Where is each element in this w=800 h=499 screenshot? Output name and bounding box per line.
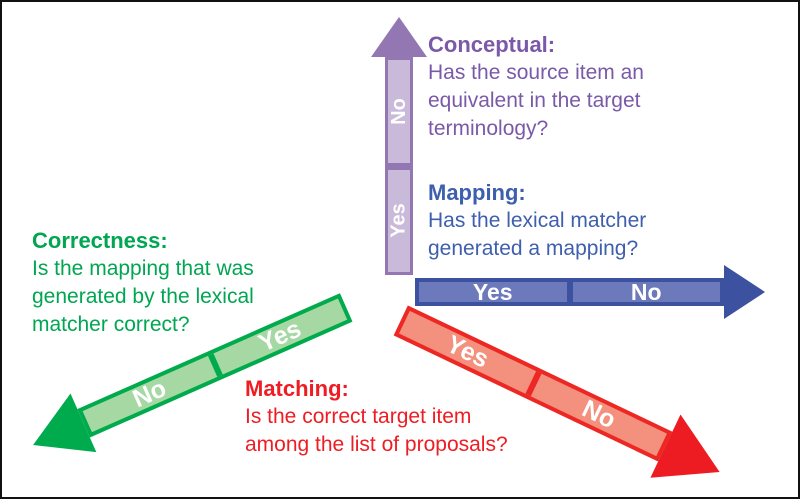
matching-segment-no: No: [531, 373, 668, 456]
mapping-arrow-shaft: Yes No: [415, 278, 724, 306]
matching-title: Matching:: [245, 376, 349, 401]
arrowhead-up-icon: [371, 17, 427, 57]
mapping-axis-arrow: Yes No: [415, 265, 765, 319]
segment-label-no: No: [128, 373, 171, 413]
arrowhead-right-icon: [724, 265, 765, 319]
segment-label-no: No: [578, 394, 621, 434]
mapping-textblock: Mapping: Has the lexical matcher generat…: [428, 178, 646, 263]
segment-label-no: No: [630, 278, 662, 305]
segment-label-no: No: [387, 97, 410, 125]
conceptual-segment-yes: Yes: [388, 170, 410, 273]
correctness-textblock: Correctness: Is the mapping that was gen…: [32, 226, 254, 339]
conceptual-arrow-shaft: No Yes: [385, 57, 413, 275]
conceptual-axis-arrow: No Yes: [371, 17, 427, 275]
mapping-title: Mapping:: [428, 180, 526, 205]
segment-divider: [388, 162, 410, 170]
segment-divider: [566, 282, 573, 302]
mapping-segment-no: No: [573, 279, 721, 305]
mapping-segment-yes: Yes: [419, 279, 567, 305]
segment-label-yes: Yes: [387, 203, 410, 238]
correctness-segment-no: No: [82, 356, 216, 432]
correctness-question: Is the mapping that was generated by the…: [32, 257, 254, 336]
matching-textblock: Matching: Is the correct target item amo…: [245, 374, 508, 459]
correctness-title: Correctness:: [32, 228, 168, 253]
mapping-question: Has the lexical matcher generated a mapp…: [428, 209, 647, 260]
segment-label-yes: Yes: [442, 329, 494, 374]
conceptual-question: Has the source item an equivalent in the…: [428, 61, 644, 140]
conceptual-segment-no: No: [388, 60, 410, 163]
matching-question: Is the correct target item among the lis…: [245, 405, 508, 456]
segment-label-yes: Yes: [472, 278, 513, 305]
segment-label-yes: Yes: [254, 314, 306, 358]
conceptual-textblock: Conceptual: Has the source item an equiv…: [428, 30, 644, 143]
conceptual-title: Conceptual:: [428, 32, 556, 57]
